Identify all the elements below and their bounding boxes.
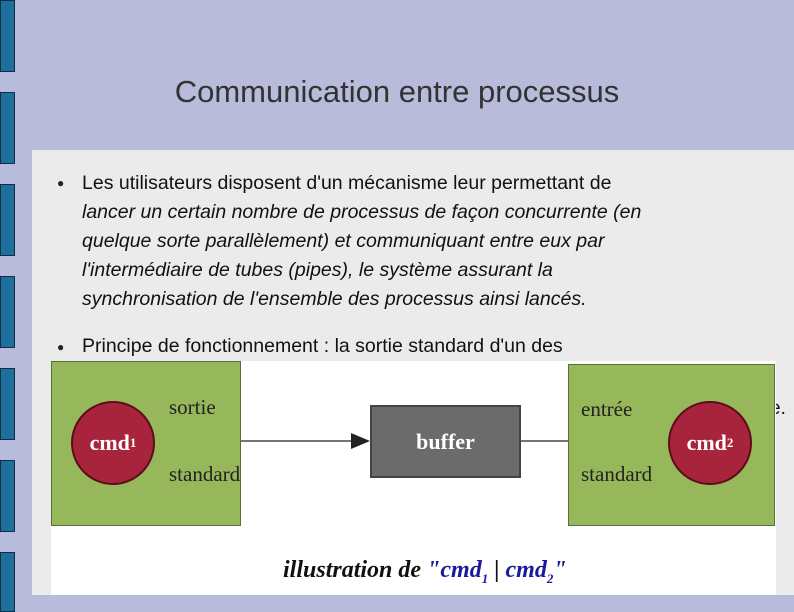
caption-quote-open: " bbox=[427, 557, 441, 583]
sidebar-block-7 bbox=[0, 552, 15, 612]
bullet-1-line-3: quelque sorte parallèlement) et communiq… bbox=[82, 230, 605, 252]
caption-prefix: illustration de bbox=[283, 557, 428, 583]
figure-caption: illustration de "cmd1 | cmd2" bbox=[283, 557, 567, 587]
caption-sub1: 1 bbox=[481, 570, 489, 586]
bullet-1-line-2: lancer un certain nombre de processus de… bbox=[82, 201, 642, 223]
bullet-1-line-4: l'intermédiaire de tubes (pipes), le sys… bbox=[82, 259, 553, 281]
standard-output-label: standard bbox=[169, 462, 241, 486]
sidebar-block-3 bbox=[0, 184, 15, 256]
entree-label: entrée bbox=[581, 397, 633, 421]
sidebar-block-2 bbox=[0, 92, 15, 164]
caption-cmd1: cmd bbox=[440, 557, 482, 583]
sidebar-block-4 bbox=[0, 276, 15, 348]
arrowhead-left bbox=[351, 433, 370, 449]
caption-pipe: | bbox=[488, 557, 506, 583]
caption-quote-close: " bbox=[553, 557, 567, 583]
sidebar-block-1 bbox=[0, 0, 15, 72]
caption-sub2: 2 bbox=[546, 570, 554, 586]
bullet-paragraph-2: Principe de fonctionnement : la sortie s… bbox=[82, 332, 762, 361]
bullet-dot-2: ● bbox=[57, 340, 65, 354]
cmd1-subscript: 1 bbox=[129, 435, 137, 450]
sortie-label: sortie bbox=[169, 395, 216, 419]
standard-input-label: standard bbox=[581, 462, 653, 486]
cmd1-label: cmd bbox=[89, 430, 130, 455]
bullet-1-line-1: Les utilisateurs disposent d'un mécanism… bbox=[82, 172, 612, 194]
bullet-2-line-1: Principe de fonctionnement : la sortie s… bbox=[82, 335, 563, 357]
cmd2-label: cmd bbox=[686, 430, 727, 455]
caption-cmd2: cmd bbox=[505, 557, 547, 583]
bullet-paragraph-1: Les utilisateurs disposent d'un mécanism… bbox=[82, 169, 762, 314]
buffer-box: buffer bbox=[370, 405, 521, 478]
sidebar-block-6 bbox=[0, 460, 15, 532]
bullet-dot-1: ● bbox=[57, 176, 65, 190]
sidebar-block-5 bbox=[0, 368, 15, 440]
cmd2-subscript: 2 bbox=[726, 435, 734, 450]
slide-title: Communication entre processus bbox=[174, 74, 620, 109]
bullet-1-line-5: synchronisation de l'ensemble des proces… bbox=[82, 288, 587, 310]
